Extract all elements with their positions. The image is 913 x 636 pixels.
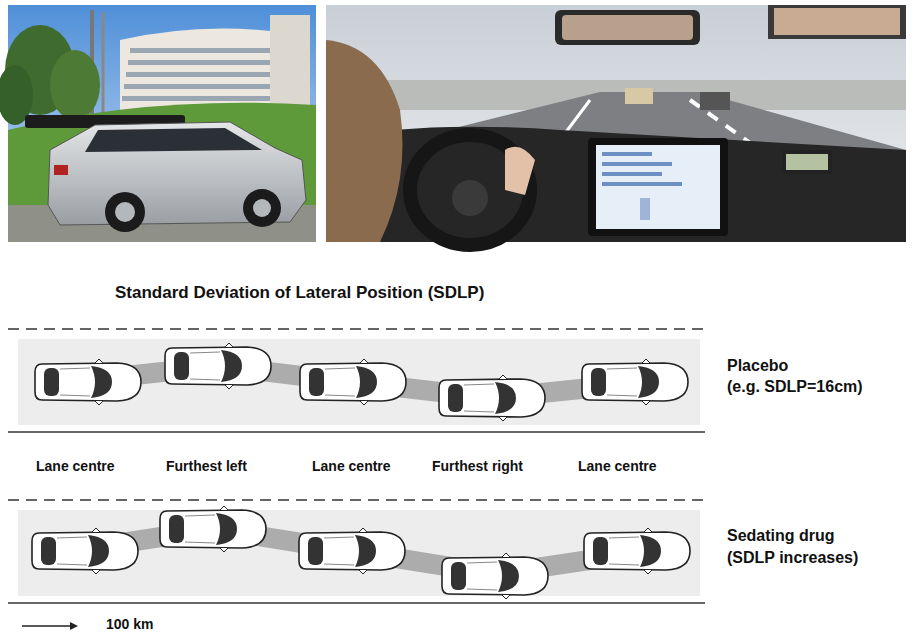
lane-position-label: Lane centre <box>312 458 391 475</box>
lane-placebo-part <box>18 339 700 425</box>
scale-arrow-part <box>70 622 78 630</box>
car-photo-part <box>243 189 281 227</box>
lane-placebo-part <box>8 431 705 433</box>
car-photo-part-part <box>122 96 296 101</box>
driver-photo-part <box>700 92 730 110</box>
lane-sedating-part <box>70 529 650 574</box>
condition-note: (SDLP increases) <box>727 548 858 567</box>
driver-photo-part <box>555 10 700 45</box>
driver-photo-part <box>782 150 832 174</box>
driver-photo-part-part <box>602 152 652 156</box>
driver-photo-part <box>625 88 653 104</box>
driver-photo-part <box>640 198 650 220</box>
diagram-title: Standard Deviation of Lateral Position (… <box>115 283 484 303</box>
lane-position-label: Furthest right <box>432 458 523 475</box>
driver-photo-part <box>326 40 403 242</box>
lane-position-label: Furthest left <box>166 458 247 475</box>
lane-position-label: Lane centre <box>578 458 657 475</box>
car-photo-part <box>105 192 145 232</box>
driver-photo-part <box>588 138 728 236</box>
driver-photo-part <box>786 154 828 170</box>
lane-sedating-part <box>299 528 405 574</box>
driver-photo-part <box>774 8 900 35</box>
car-photo-part <box>115 202 135 222</box>
lane-placebo-part <box>582 359 688 405</box>
lane-sedating-part <box>160 506 266 552</box>
lane-position-label: Lane centre <box>36 458 115 475</box>
driver-photo-part-part <box>602 172 662 176</box>
lane-placebo-part <box>35 359 141 405</box>
scale-arrow <box>22 622 78 630</box>
driver-photo-part <box>768 5 906 39</box>
driver-photo-part <box>602 152 682 186</box>
lane-sedating <box>8 500 705 603</box>
driver-photo-part-part <box>602 182 682 186</box>
car-photo <box>0 5 316 242</box>
lane-sedating-part <box>8 602 705 604</box>
car-photo-part <box>8 103 316 242</box>
condition-note: (e.g. SDLP=16cm) <box>727 377 863 396</box>
lane-placebo-part <box>165 343 271 389</box>
car-photo-part <box>48 122 306 225</box>
lane-sedating-part <box>584 528 690 574</box>
driver-photo-part <box>505 147 535 195</box>
car-photo-part <box>122 48 296 101</box>
condition-label: Placebo <box>727 356 788 375</box>
scale-arrow-part <box>22 625 70 627</box>
driver-photo-part <box>562 15 693 40</box>
lane-sedating-part <box>32 528 138 574</box>
car-photo-part <box>85 128 262 152</box>
lane-placebo-part <box>300 359 406 405</box>
driver-photo-part-part <box>602 162 672 166</box>
condition-label: Sedating drug <box>727 526 835 545</box>
lane-sedating-part <box>18 510 700 596</box>
car-photo-part <box>50 50 100 120</box>
car-photo-part <box>253 199 271 217</box>
lane-sedating-part <box>442 553 548 599</box>
lane-placebo <box>8 329 705 432</box>
driver-photo-part <box>452 180 488 216</box>
car-photo-part <box>54 165 68 175</box>
driver-photo <box>326 5 906 245</box>
lane-sedating-part <box>8 499 705 501</box>
driver-photo-part <box>596 145 720 229</box>
lane-placebo-part <box>439 375 545 421</box>
car-photo-part <box>270 15 310 115</box>
lane-placebo-part <box>8 328 705 330</box>
scale-label: 100 km <box>106 616 153 633</box>
